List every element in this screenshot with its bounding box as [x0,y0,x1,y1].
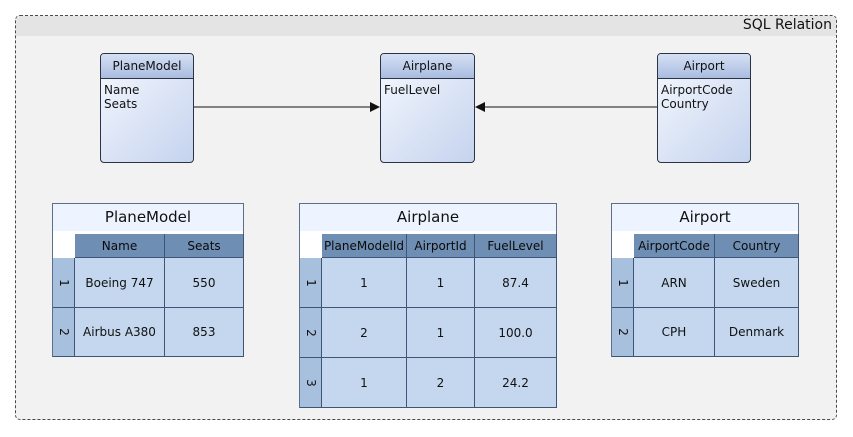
table-cell[interactable]: 550 [165,258,244,308]
row-number[interactable]: 1 [300,258,322,308]
entity-field: Seats [104,97,138,111]
entity-planemodel-fields: Name Seats [101,79,193,111]
column-header[interactable]: FuelLevel [475,234,557,258]
arrowhead-planemodel-to-airplane [370,102,380,112]
container-header-strip [16,16,836,36]
entity-field: FuelLevel [384,83,441,97]
entity-airplane-title: Airplane [381,54,474,79]
table-cell[interactable]: 853 [165,308,244,357]
entity-airplane[interactable]: Airplane FuelLevel [380,53,475,163]
entity-field: Name [104,83,140,97]
table-cell[interactable]: 1 [407,308,475,358]
table-cell[interactable]: 1 [322,358,407,408]
table-cell[interactable]: 87.4 [475,258,557,308]
column-header[interactable]: AirportId [407,234,475,258]
table-cell[interactable]: 24.2 [475,358,557,408]
row-number[interactable]: 2 [53,308,75,357]
table-cell[interactable]: Denmark [715,308,799,357]
table-cell[interactable]: 2 [407,358,475,408]
row-number[interactable]: 2 [300,308,322,358]
table-title: Airplane [300,204,556,231]
entity-field: AirportCode [661,83,733,97]
entity-field: Country [661,97,709,111]
column-header[interactable]: Name [75,234,165,258]
container-title: SQL Relation [742,17,832,33]
row-number[interactable]: 2 [612,308,634,357]
table-cell[interactable]: Sweden [715,258,799,308]
table-cell[interactable]: ARN [634,258,715,308]
entity-planemodel-title: PlaneModel [101,54,193,79]
table-cell[interactable]: 100.0 [475,308,557,358]
table-title: PlaneModel [53,204,243,231]
table-planemodel: PlaneModel Name Seats 1 Boeing 747 550 2… [52,203,244,357]
column-header[interactable]: Seats [165,234,244,258]
entity-airplane-fields: FuelLevel [381,79,474,97]
table-cell[interactable]: Boeing 747 [75,258,165,308]
column-header[interactable]: Country [715,234,799,258]
table-cell[interactable]: 1 [322,258,407,308]
entity-airport[interactable]: Airport AirportCode Country [657,53,751,163]
column-header[interactable]: AirportCode [634,234,715,258]
column-header[interactable]: PlaneModelId [322,234,407,258]
row-number[interactable]: 1 [612,258,634,308]
row-number[interactable]: 1 [53,258,75,308]
table-airplane: Airplane PlaneModelId AirportId FuelLeve… [299,203,557,408]
table-cell[interactable]: Airbus A380 [75,308,165,357]
table-title: Airport [612,204,798,231]
table-airport: Airport AirportCode Country 1 ARN Sweden… [611,203,799,357]
entity-planemodel[interactable]: PlaneModel Name Seats [100,53,194,163]
table-cell[interactable]: 1 [407,258,475,308]
row-number[interactable]: 3 [300,358,322,408]
table-cell[interactable]: CPH [634,308,715,357]
table-cell[interactable]: 2 [322,308,407,358]
entity-airport-title: Airport [658,54,750,79]
arrowhead-airport-to-airplane [475,102,485,112]
entity-airport-fields: AirportCode Country [658,79,750,111]
